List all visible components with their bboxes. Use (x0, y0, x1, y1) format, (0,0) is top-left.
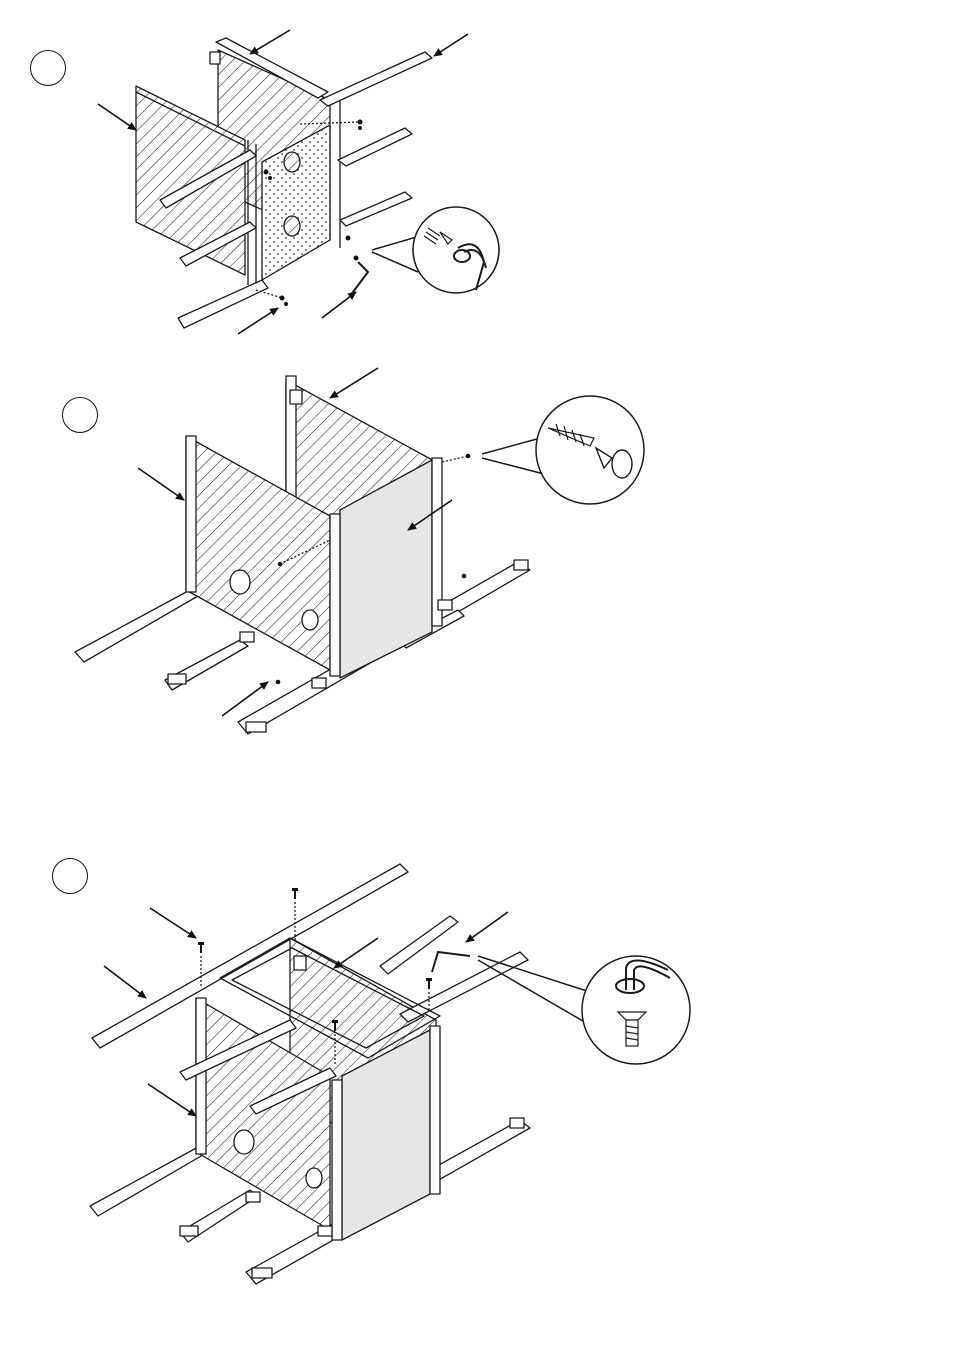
arrow-icon (238, 308, 278, 334)
base-rail-1 (90, 1146, 208, 1216)
arrow-icon (104, 966, 146, 998)
bracket (294, 956, 306, 970)
top-rail-right (320, 52, 432, 106)
step-2-number (62, 397, 98, 433)
step-1 (0, 0, 954, 350)
arrow-icon (150, 908, 196, 938)
step-2-callout (482, 396, 644, 504)
step-1-drawing (0, 0, 954, 350)
step-2 (0, 350, 954, 780)
base-rail-1 (75, 590, 198, 662)
cross-rail-3 (178, 280, 268, 328)
arrow-icon (250, 30, 290, 54)
step-1-number (30, 50, 66, 86)
arrow-icon (466, 912, 508, 942)
arrow-icon (148, 1084, 196, 1116)
arrow-icon (330, 368, 378, 398)
arrow-icon (334, 938, 378, 968)
side-rail-1 (338, 128, 412, 166)
top-rail-far (400, 952, 528, 1022)
step-2-drawing (0, 350, 954, 780)
top-rail-right (380, 916, 458, 974)
arrow-icon (98, 104, 136, 130)
bracket (290, 390, 302, 404)
step-3-callout (478, 956, 690, 1064)
step-3-number (52, 858, 88, 894)
arrow-icon (138, 468, 184, 500)
step-1-callout (372, 207, 499, 293)
side-rail-2 (340, 192, 412, 226)
arrow-icon (322, 292, 356, 318)
bracket (210, 52, 220, 64)
step-3-drawing (0, 780, 954, 1310)
step-3 (0, 780, 954, 1310)
arrow-icon (434, 34, 468, 56)
